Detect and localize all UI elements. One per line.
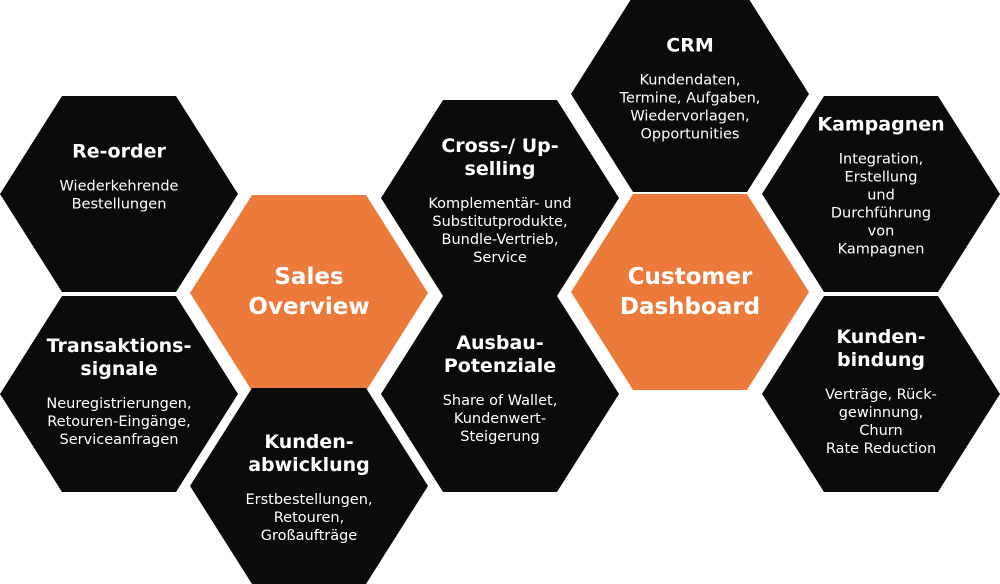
- hex-customer-dashboard: [571, 194, 809, 390]
- hex-ausbaupotenziale: [381, 296, 619, 492]
- hex-crm: [571, 0, 809, 192]
- hex-cross-upselling: [381, 100, 619, 296]
- hex-kampagnen: [762, 96, 1000, 292]
- hex-kundenabwicklung: [190, 388, 428, 584]
- hex-sales-overview: [190, 195, 428, 391]
- hex-kundenbindung: [762, 296, 1000, 492]
- hex-re-order: [0, 96, 238, 292]
- hex-transaktionssignale: [0, 296, 238, 492]
